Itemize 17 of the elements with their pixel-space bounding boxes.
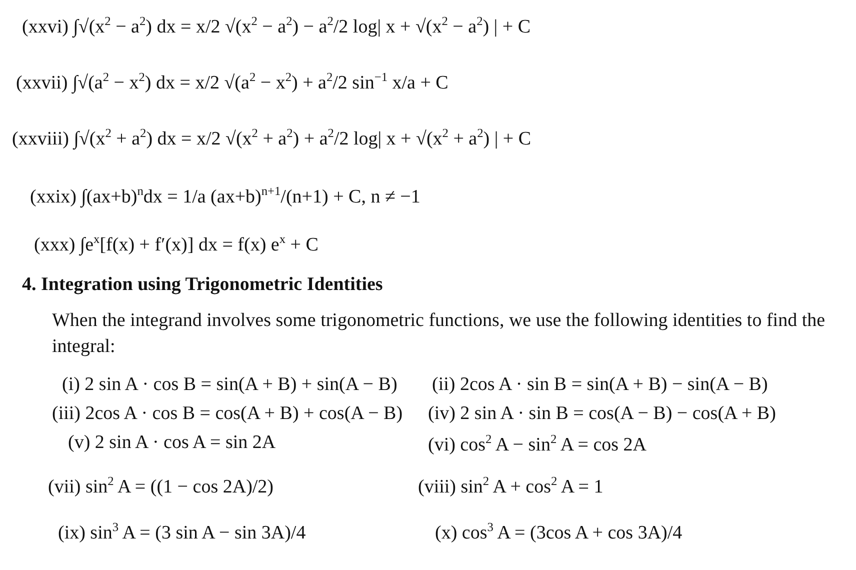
formula: (x) cos$^{3}$ A = (3cos A + cos 3A)/4 — [435, 520, 682, 546]
formula: (xxx) ∫e$^{x}$[f(x) + f′(x)] dx = f(x) e$^{x}$ + C — [34, 232, 318, 258]
formula: (xxviii) ∫√(x$^{2}$ + a$^{2}$) dx = x/2 √(x$^{2}$ + a$^{2}$) + a$^{2}$/2 log| x + √(x$^{2}$ + a$^{2}$) | + C — [12, 126, 532, 152]
formula: (iv) 2 sin A · sin B = cos(A − B) − cos(A + B) — [428, 403, 776, 426]
formula: (i) 2 sin A · cos B = sin(A + B) + sin(A − B) — [62, 374, 398, 397]
formula: (xxvii) ∫√(a$^{2}$ − x$^{2}$) dx = x/2 √(a$^{2}$ − x$^{2}$) + a$^{2}$/2 sin$^{−1}$ x/a + C — [16, 70, 448, 96]
formula: (iii) 2cos A · cos B = cos(A + B) + cos(A − B) — [52, 403, 403, 426]
formula: (viii) sin$^{2}$ A + cos$^{2}$ A = 1 — [418, 474, 604, 500]
section-heading: 4. Integration using Trigonometric Identities — [22, 274, 383, 297]
formula: (v) 2 sin A · cos A = sin 2A — [68, 432, 276, 455]
formula: (xxvi) ∫√(x$^{2}$ − a$^{2}$) dx = x/2 √(x$^{2}$ − a$^{2}$) − a$^{2}$/2 log| x + √(x$^{2}$ − a$^{2}$) | + C — [22, 14, 531, 40]
formula: (ix) sin$^{3}$ A = (3 sin A − sin 3A)/4 — [58, 520, 306, 546]
formula: (vi) cos$^{2}$ A − sin$^{2}$ A = cos 2A — [428, 432, 647, 458]
formula: (ii) 2cos A · sin B = sin(A + B) − sin(A − B) — [432, 374, 768, 397]
formula: (xxix) ∫(ax+b)$^{n}$dx = 1/a (ax+b)$^{n+1}$/(n+1) + C, n ≠ −1 — [30, 184, 420, 210]
paragraph: When the integrand involves some trigonometric functions, we use the following identities to find the integral: — [52, 309, 826, 359]
formula: (vii) sin$^{2}$ A = ((1 − cos 2A)/2) — [48, 474, 274, 500]
